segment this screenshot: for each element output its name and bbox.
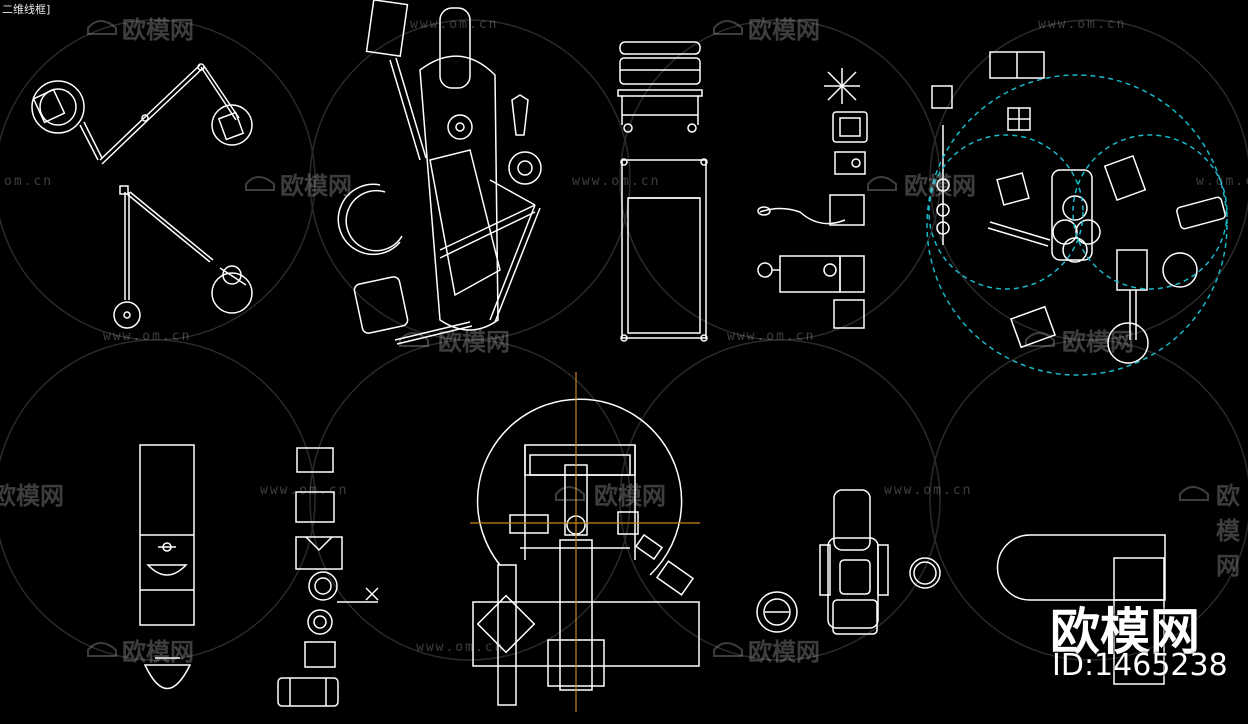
viewport-mode-label: 二维线框] xyxy=(2,3,51,16)
watermark-brand: 欧模网 xyxy=(1216,482,1240,580)
watermark-logo-marks xyxy=(87,20,1209,657)
dental-chair-topview-drawing xyxy=(756,489,941,635)
watermark-brand: 欧模网 xyxy=(1062,328,1134,356)
watermark-brand: 欧模网 xyxy=(748,638,820,666)
watermark-brand: 欧模网 xyxy=(748,16,820,44)
dental-chair-drawing xyxy=(337,0,542,345)
watermark-url: www.om.cn xyxy=(572,174,661,189)
watermark-url: w.om.cn xyxy=(1196,174,1248,189)
watermark-url: www.om.cn xyxy=(727,329,816,344)
watermark-brand: 欧模网 xyxy=(122,16,194,44)
small-equipment-column xyxy=(277,447,379,707)
watermark-brand: 欧模网 xyxy=(904,172,976,200)
watermark-brand: 欧模网 xyxy=(0,482,64,510)
stretcher-drawing xyxy=(620,158,708,342)
reception-desk-drawing xyxy=(996,534,1166,685)
watermark-brand: 欧模网 xyxy=(594,482,666,510)
watermark-brand: 欧模网 xyxy=(122,638,194,666)
cyan-dashed-reach-circles xyxy=(926,74,1228,376)
watermark-url: www.om.cn xyxy=(103,329,192,344)
model-id-text: ID:1465238 xyxy=(1052,648,1228,683)
watermark-url: www.om.cn xyxy=(416,640,505,655)
orange-axis-lines xyxy=(470,372,700,712)
watermark-brand: 欧模网 xyxy=(280,172,352,200)
xray-machine-drawing xyxy=(472,398,700,706)
watermark-guide-circles xyxy=(0,19,1248,661)
watermark-url: www.om.cn xyxy=(884,483,973,498)
watermark-url: www.om.cn xyxy=(1038,17,1127,32)
sink-cabinet-drawing xyxy=(139,444,195,690)
operating-lamp-drawing xyxy=(31,63,253,165)
watermark-url: www.om.cn xyxy=(260,483,349,498)
watermark-brand: 欧模网 xyxy=(438,328,510,356)
watermark-url: om.cn xyxy=(4,174,54,189)
equipment-icons-column xyxy=(757,68,868,329)
dental-unit-layout-drawing xyxy=(931,51,1226,364)
mobile-lamp-drawing xyxy=(113,185,253,329)
watermark-url: www.om.cn xyxy=(410,17,499,32)
instrument-cart-drawing xyxy=(617,41,703,133)
brand-logo-text: 欧模网 xyxy=(1050,603,1200,661)
